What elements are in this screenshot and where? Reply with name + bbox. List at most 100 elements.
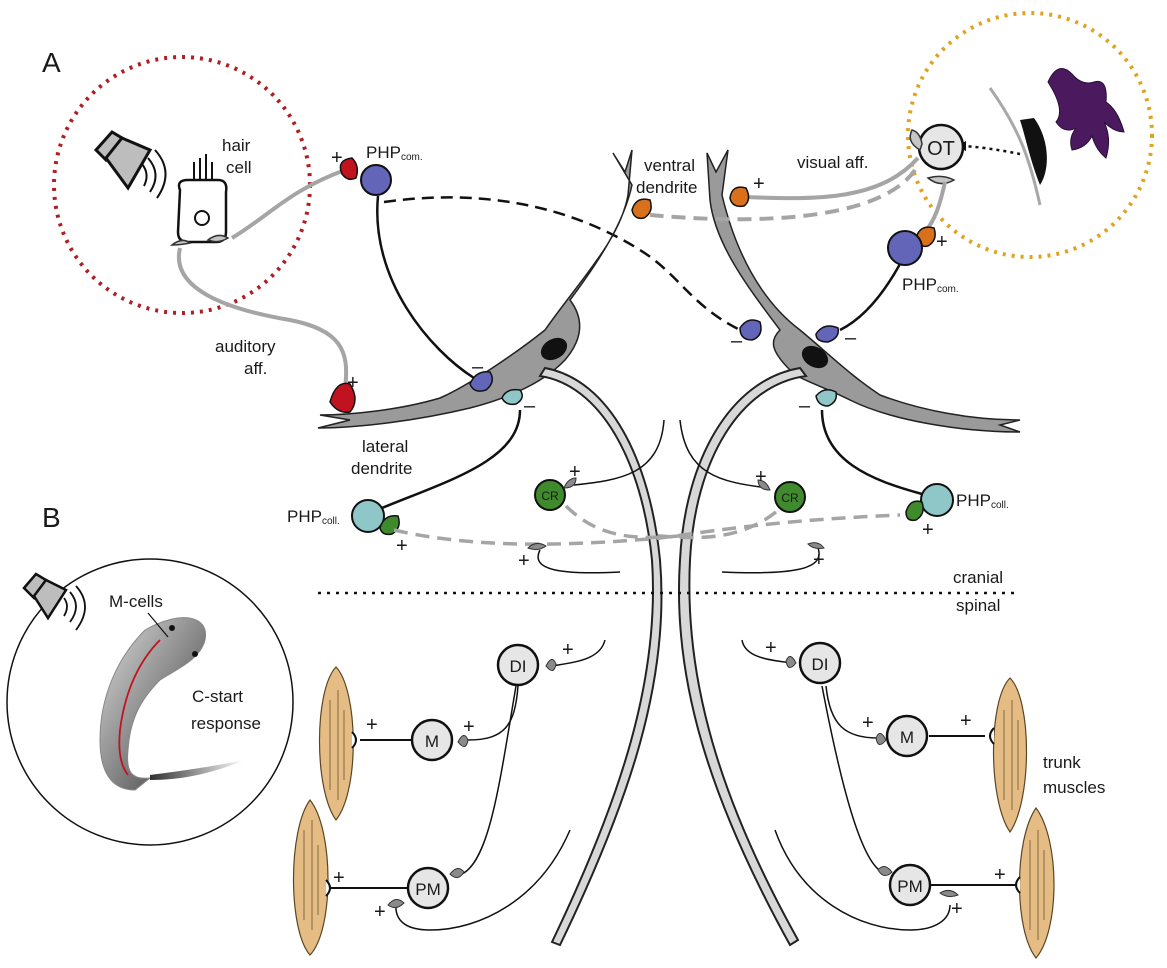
pm-motor-neuron-right — [888, 863, 932, 907]
minus-sign: – — [845, 327, 857, 349]
mcell-to-di-left — [551, 639, 606, 667]
hair-cell-icon — [176, 154, 228, 244]
cr-label-left: CR — [541, 489, 559, 503]
trunk-muscles-label-line2: muscles — [1043, 778, 1105, 797]
plus-sign: + — [569, 461, 581, 483]
cr-neuron-left — [534, 479, 566, 511]
plus-sign: + — [994, 864, 1006, 886]
php-coll-right-axon — [820, 409, 923, 496]
plus-sign: + — [960, 710, 972, 732]
pm-label-left: PM — [415, 880, 441, 899]
spinal-label: spinal — [956, 596, 1000, 615]
visual-afferent-php — [923, 181, 947, 234]
synapse — [875, 733, 887, 745]
cr-label-right: CR — [781, 491, 799, 505]
visual-aff-label: visual aff. — [797, 153, 869, 172]
di-neuron-right — [798, 641, 842, 685]
muscle-icon — [989, 677, 1028, 834]
m-motor-neuron-left — [410, 718, 454, 762]
di-to-m-right — [825, 685, 879, 739]
retina-line — [988, 87, 1042, 206]
m-label-left: M — [425, 732, 439, 751]
php-com-synapse-right — [815, 325, 840, 343]
php-com-right — [887, 230, 923, 266]
di-to-pm-right — [821, 685, 883, 873]
pm-motor-neuron-left — [406, 866, 450, 910]
synapse — [545, 659, 557, 671]
di-neuron-left — [496, 643, 540, 687]
synapse — [757, 479, 771, 491]
plus-sign: + — [331, 147, 343, 169]
synapse — [527, 542, 547, 551]
auditory-afferent-upper — [230, 168, 346, 240]
plus-sign: + — [374, 901, 386, 923]
speaker-icon — [93, 130, 167, 199]
plus-sign: + — [755, 466, 767, 488]
synapse — [807, 542, 825, 549]
plus-sign: + — [753, 173, 765, 195]
cranial-label: cranial — [953, 568, 1003, 587]
plus-sign: + — [463, 716, 475, 738]
mcell-collateral-lower — [537, 549, 621, 574]
php-com-right-axon — [839, 263, 902, 332]
cr-synapse-php-coll-right — [905, 500, 924, 522]
php-coll-right — [920, 483, 954, 517]
synapse — [939, 889, 959, 898]
plus-sign: + — [813, 549, 825, 571]
muscle-icon — [318, 666, 357, 821]
di-to-pm-left — [461, 685, 517, 875]
hair-cell-synapse — [206, 234, 230, 243]
m-cells-label: M-cells — [109, 592, 163, 611]
cr-commissural-axon-left — [564, 504, 691, 540]
plus-sign: + — [518, 550, 530, 572]
php-com-left-axon — [376, 195, 475, 380]
synapse — [785, 656, 797, 668]
visual-input-arrow — [957, 144, 1021, 156]
panel-label-a: A — [42, 47, 61, 78]
minus-sign: – — [472, 356, 484, 378]
auditory-aff-label-line2: aff. — [244, 359, 267, 378]
speaker-icon — [22, 572, 86, 631]
m-motor-neuron-right — [885, 714, 929, 758]
cr-commissural-axon-right — [649, 510, 778, 540]
plus-sign: + — [765, 637, 777, 659]
hair-cell-label-line2: cell — [226, 158, 252, 177]
ventral-dendrite-label-line2: dendrite — [636, 178, 697, 197]
php-coll-label-right: PHPcoll. — [956, 491, 1009, 511]
plus-sign: + — [862, 712, 874, 734]
auditory-synapse-php — [339, 157, 359, 181]
php-coll-label-left: PHPcoll. — [287, 507, 340, 527]
fish-circle — [6, 558, 294, 846]
c-start-label-line2: response — [191, 714, 261, 733]
mcell-collateral — [679, 419, 769, 489]
visual-afferent-contra — [649, 168, 917, 222]
php-coll-commissural-axon — [393, 513, 901, 546]
lateral-dendrite-label-line1: lateral — [362, 437, 408, 456]
hair-cell-synapse — [169, 239, 192, 246]
mcell-to-pm-right — [774, 829, 951, 931]
pm-label-right: PM — [897, 877, 923, 896]
minus-sign: – — [799, 395, 811, 417]
auditory-synapse-mcell — [329, 382, 356, 414]
di-label-right: DI — [812, 655, 829, 674]
eye-icon — [1020, 118, 1047, 185]
visual-afferent-ipsi — [744, 156, 920, 201]
mcell-left — [317, 149, 633, 429]
mcell-collateral-lower — [721, 547, 820, 574]
ot-synapse — [909, 129, 923, 152]
plus-sign: + — [333, 867, 345, 889]
vision-circle — [906, 11, 1154, 259]
plus-sign: + — [347, 372, 359, 394]
trunk-muscles-label-line1: trunk — [1043, 753, 1081, 772]
lateral-dendrite-label-line2: dendrite — [351, 459, 412, 478]
synapse — [387, 899, 405, 909]
mcell-axon-left — [538, 366, 663, 947]
ventral-dendrite-label-line1: ventral — [644, 156, 695, 175]
di-to-m-left — [467, 685, 519, 741]
visual-synapse-contra — [631, 198, 652, 220]
php-coll-left-axon — [381, 409, 522, 510]
hair-cell-label-line1: hair — [222, 136, 251, 155]
ot-label: OT — [927, 138, 955, 160]
php-com-commissural-axon — [383, 196, 741, 332]
